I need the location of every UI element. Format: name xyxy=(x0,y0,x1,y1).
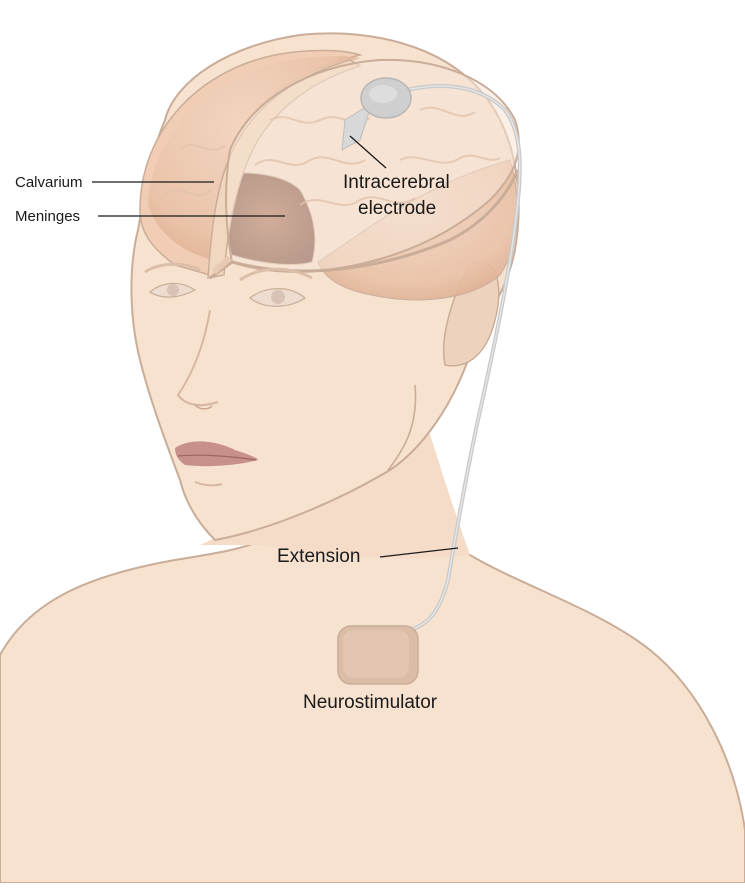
neurostimulator-device xyxy=(338,626,418,684)
meninges-label: Meninges xyxy=(15,208,80,225)
extension-label: Extension xyxy=(277,546,360,567)
neurostimulator-label: Neurostimulator xyxy=(303,692,438,713)
intracerebral-label-line2: electrode xyxy=(358,198,436,219)
intracerebral-label-line1: Intracerebral xyxy=(343,172,450,193)
calvarium-label: Calvarium xyxy=(15,174,83,191)
